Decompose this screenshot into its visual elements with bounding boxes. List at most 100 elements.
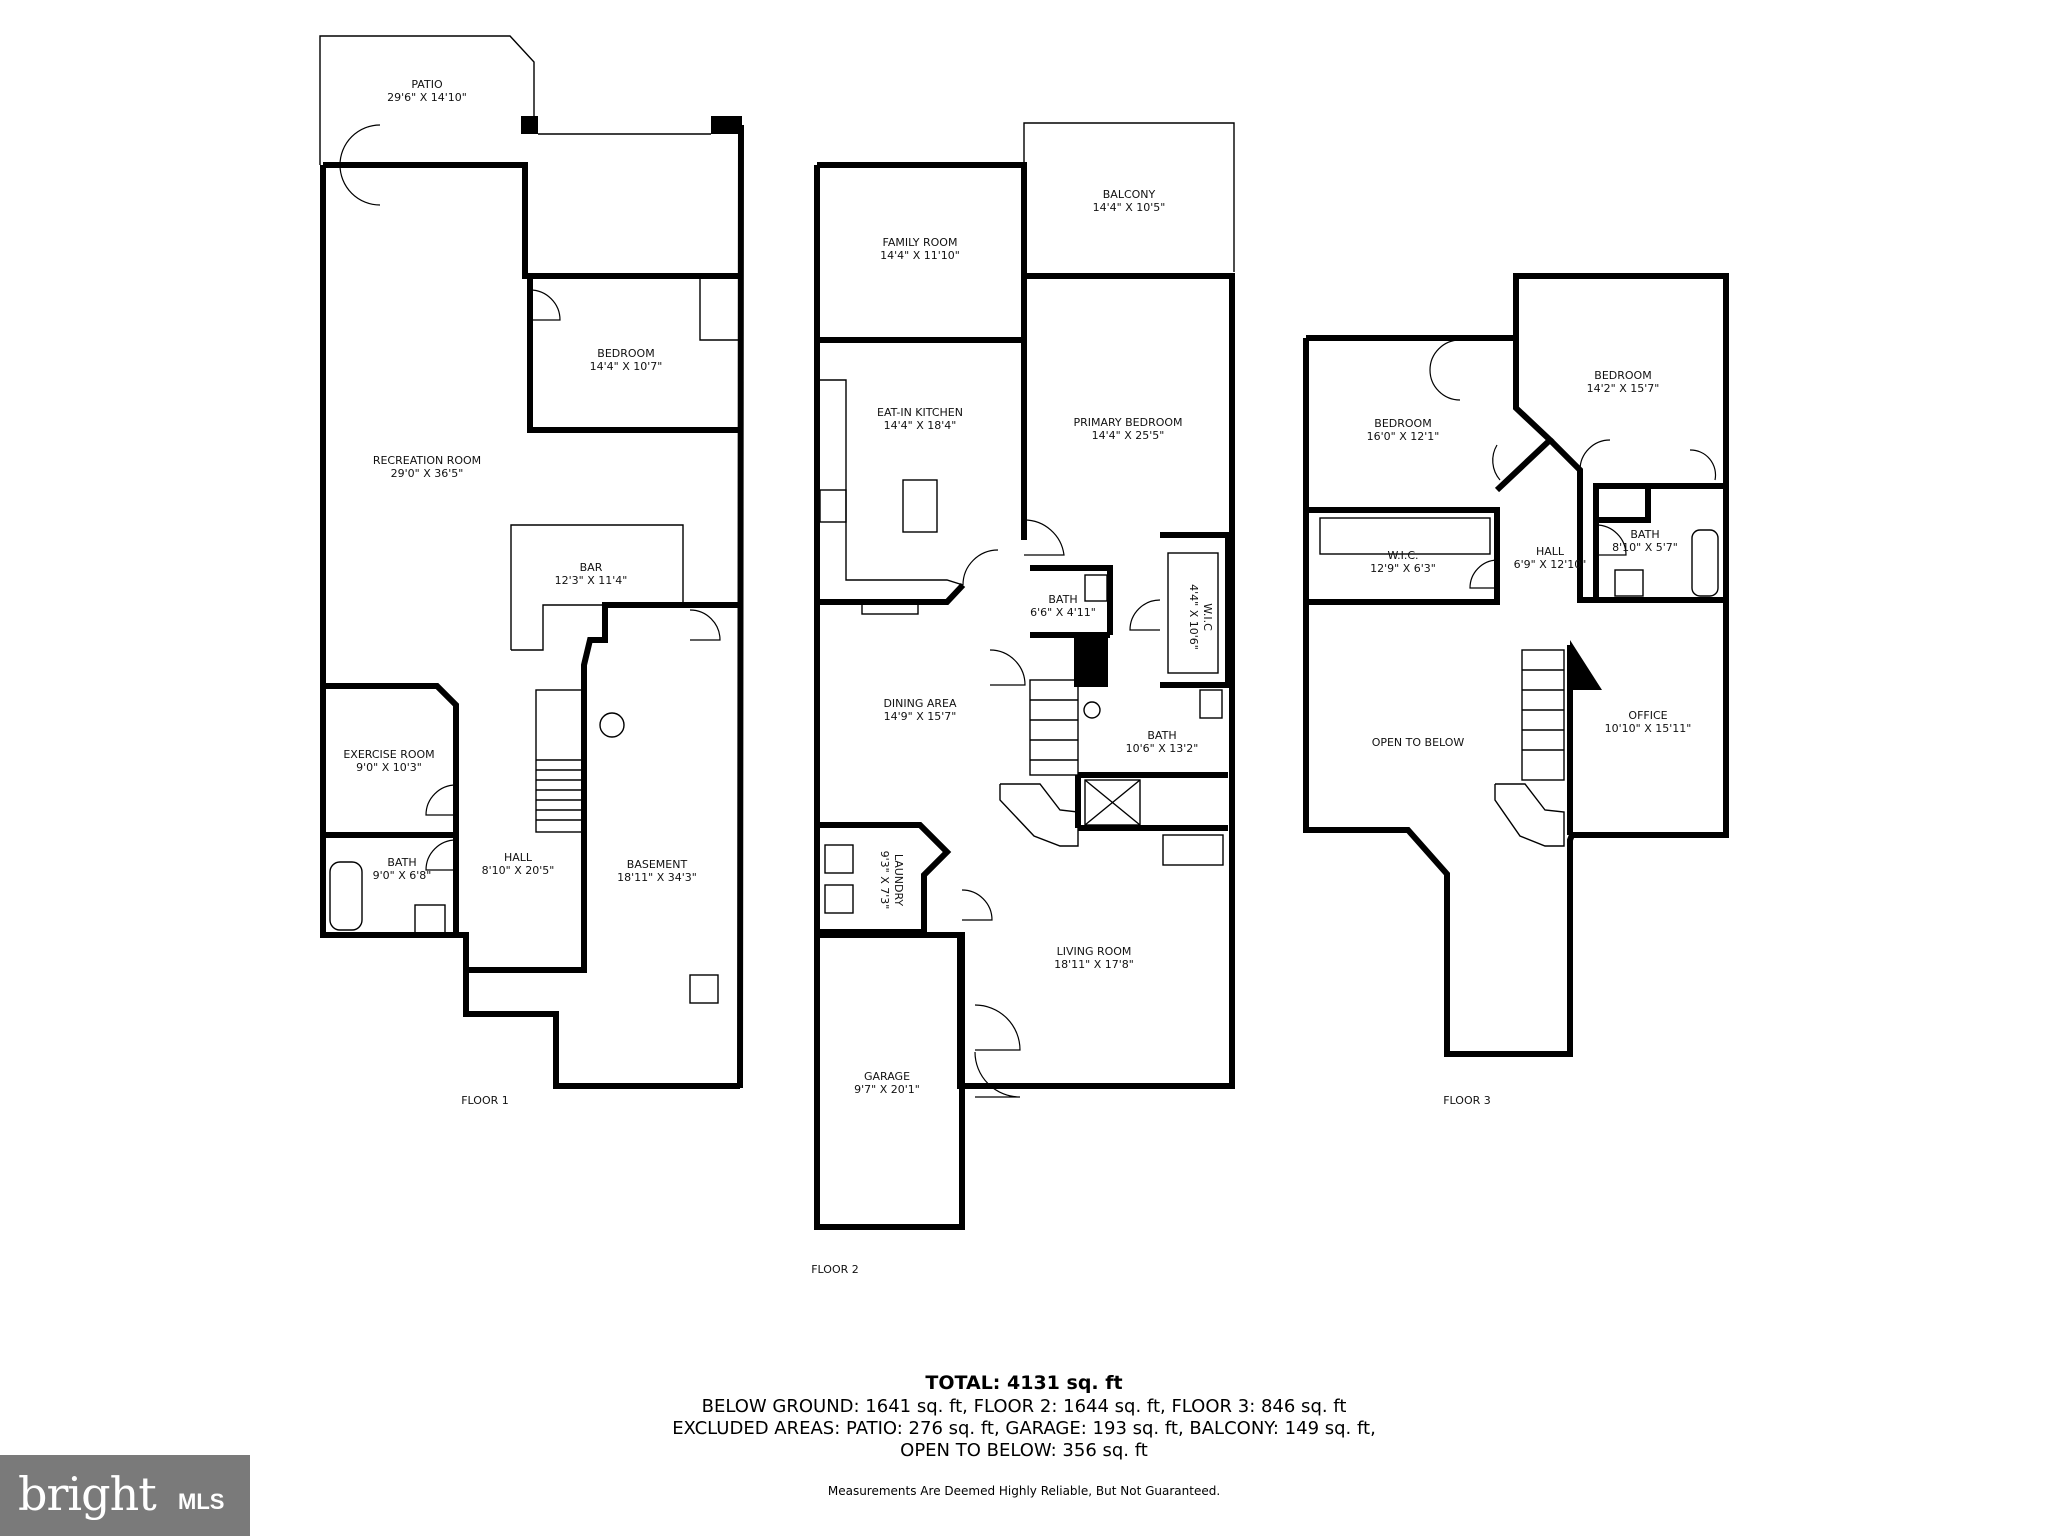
room-name-garage: GARAGE bbox=[864, 1070, 910, 1083]
room-dim-office: 10'10" X 15'11" bbox=[1605, 722, 1692, 735]
bedroom-door-3a[interactable] bbox=[1492, 444, 1501, 481]
room-dim-bath-f3: 8'10" X 5'7" bbox=[1612, 541, 1678, 554]
basement-door[interactable] bbox=[689, 609, 721, 641]
room-name-primary: PRIMARY BEDROOM bbox=[1073, 416, 1182, 429]
room-dim-laundry: 9'3" X 7'3" bbox=[878, 851, 891, 910]
room-dim-hall-f1: 8'10" X 20'5" bbox=[482, 864, 555, 877]
front-door-2[interactable] bbox=[974, 1051, 1021, 1098]
disclaimer: Measurements Are Deemed Highly Reliable,… bbox=[827, 1484, 1221, 1498]
room-name-balcony: BALCONY bbox=[1103, 188, 1156, 201]
bright-mls-logo: bright MLS bbox=[0, 1455, 250, 1536]
closet-wall bbox=[699, 276, 741, 341]
room-dim-bath-f2a: 6'6" X 4'11" bbox=[1030, 606, 1096, 619]
front-door[interactable] bbox=[974, 1004, 1021, 1051]
room-dim-recreation: 29'0" X 36'5" bbox=[391, 467, 464, 480]
wic-door[interactable] bbox=[1129, 599, 1161, 631]
closet-door-2[interactable] bbox=[1689, 449, 1717, 481]
room-name-bath-f1: BATH bbox=[387, 856, 416, 869]
room-dim-wic-f3: 12'9" X 6'3" bbox=[1370, 562, 1436, 575]
room-name-hall-f3: HALL bbox=[1536, 545, 1565, 558]
room-name-office: OFFICE bbox=[1628, 709, 1667, 722]
room-labels: PATIO 29'6" X 14'10" BEDROOM 14'4" X 10'… bbox=[343, 78, 1691, 1096]
open-to-below-area: OPEN TO BELOW: 356 sq. ft bbox=[900, 1440, 1148, 1461]
room-name-dining: DINING AREA bbox=[883, 697, 957, 710]
room-dim-hall-f3: 6'9" X 12'10" bbox=[1514, 558, 1587, 571]
room-name-laundry: LAUNDRY bbox=[892, 854, 905, 907]
room-dim-bar: 12'3" X 11'4" bbox=[555, 574, 628, 587]
excluded-areas: EXCLUDED AREAS: PATIO: 276 sq. ft, GARAG… bbox=[672, 1418, 1376, 1439]
closet-door-1[interactable] bbox=[1429, 339, 1461, 401]
floor-1-bedroom-wall bbox=[527, 276, 741, 433]
room-name-open-below: OPEN TO BELOW bbox=[1372, 736, 1465, 749]
exercise-door[interactable] bbox=[425, 784, 457, 816]
room-name-bar: BAR bbox=[580, 561, 603, 574]
room-name-living: LIVING ROOM bbox=[1057, 945, 1132, 958]
logo-brand: bright bbox=[18, 1467, 157, 1521]
floor-3-stairs bbox=[1521, 649, 1565, 781]
room-name-bath-f2b: BATH bbox=[1147, 729, 1176, 742]
room-name-recreation: RECREATION ROOM bbox=[373, 454, 481, 467]
room-name-bath-f2a: BATH bbox=[1048, 593, 1077, 606]
room-dim-basement: 18'11" X 34'3" bbox=[617, 871, 697, 884]
kitchen-island bbox=[902, 479, 938, 533]
primary-bath-door[interactable] bbox=[1023, 519, 1065, 556]
bedroom-door-3b[interactable] bbox=[1579, 439, 1611, 471]
floor-2 bbox=[814, 122, 1235, 1230]
area-breakdown: BELOW GROUND: 1641 sq. ft, FLOOR 2: 1644… bbox=[701, 1396, 1347, 1417]
room-name-kitchen: EAT-IN KITCHEN bbox=[877, 406, 963, 419]
room-name-wic-f3: W.I.C. bbox=[1387, 549, 1418, 562]
floor-1-upper-wall bbox=[323, 162, 741, 279]
floor-1-exercise-wall bbox=[323, 683, 459, 935]
room-dim-kitchen: 14'4" X 18'4" bbox=[884, 419, 957, 432]
room-name-bedroom-f3a: BEDROOM bbox=[1374, 417, 1431, 430]
room-dim-bedroom-f1: 14'4" X 10'7" bbox=[590, 360, 663, 373]
room-name-bath-f3: BATH bbox=[1630, 528, 1659, 541]
floor-3 bbox=[1303, 273, 1729, 1057]
room-dim-dining: 14'9" X 15'7" bbox=[884, 710, 957, 723]
floor-1-outer-wall bbox=[320, 124, 744, 1089]
room-name-hall-f1: HALL bbox=[504, 851, 533, 864]
floor-1-stairs bbox=[535, 689, 585, 833]
patio-door[interactable] bbox=[339, 124, 381, 206]
floor-3-outer-wall bbox=[1303, 273, 1729, 1057]
room-name-wic-f2: W.I.C bbox=[1201, 603, 1214, 631]
room-name-exercise: EXERCISE ROOM bbox=[343, 748, 434, 761]
floor-2-stairs bbox=[1029, 679, 1079, 776]
floor-1 bbox=[319, 35, 744, 1089]
bath-door[interactable] bbox=[425, 839, 457, 871]
room-dim-exercise: 9'0" X 10'3" bbox=[356, 761, 422, 774]
room-dim-wic-f2: 4'4" X 10'6" bbox=[1187, 584, 1200, 650]
room-dim-living: 18'11" X 17'8" bbox=[1054, 958, 1134, 971]
room-dim-bedroom-f3a: 16'0" X 12'1" bbox=[1367, 430, 1440, 443]
bath-door-2[interactable] bbox=[989, 649, 1026, 686]
patio-post bbox=[521, 116, 538, 134]
floor-label-3: FLOOR 3 bbox=[1443, 1094, 1491, 1107]
kitchen-door[interactable] bbox=[962, 549, 999, 586]
room-dim-primary: 14'4" X 25'5" bbox=[1092, 429, 1165, 442]
room-dim-bath-f2b: 10'6" X 13'2" bbox=[1126, 742, 1199, 755]
room-name-bedroom-f1: BEDROOM bbox=[597, 347, 654, 360]
bath-door-3[interactable] bbox=[1595, 524, 1627, 556]
patio-post bbox=[711, 116, 742, 134]
room-dim-family: 14'4" X 11'10" bbox=[880, 249, 960, 262]
floor-label-1: FLOOR 1 bbox=[461, 1094, 509, 1107]
room-dim-bedroom-f3b: 14'2" X 15'7" bbox=[1587, 382, 1660, 395]
room-dim-garage: 9'7" X 20'1" bbox=[854, 1083, 920, 1096]
bar-counter bbox=[510, 524, 684, 651]
room-dim-balcony: 14'4" X 10'5" bbox=[1093, 201, 1166, 214]
laundry-door[interactable] bbox=[961, 889, 993, 921]
patio-outline bbox=[319, 35, 535, 165]
room-dim-bath-f1: 9'0" X 6'8" bbox=[373, 869, 432, 882]
room-dim-patio: 29'6" X 14'10" bbox=[387, 91, 467, 104]
total-area: TOTAL: 4131 sq. ft bbox=[925, 1372, 1123, 1394]
room-name-patio: PATIO bbox=[411, 78, 443, 91]
room-name-family: FAMILY ROOM bbox=[883, 236, 958, 249]
floor-label-2: FLOOR 2 bbox=[811, 1263, 859, 1276]
room-name-bedroom-f3b: BEDROOM bbox=[1594, 369, 1651, 382]
logo-suffix: MLS bbox=[178, 1489, 225, 1514]
bedroom-door[interactable] bbox=[529, 289, 561, 321]
floor-1-hall-wall bbox=[466, 602, 741, 973]
room-name-basement: BASEMENT bbox=[627, 858, 688, 871]
wic-door-3[interactable] bbox=[1469, 559, 1498, 589]
